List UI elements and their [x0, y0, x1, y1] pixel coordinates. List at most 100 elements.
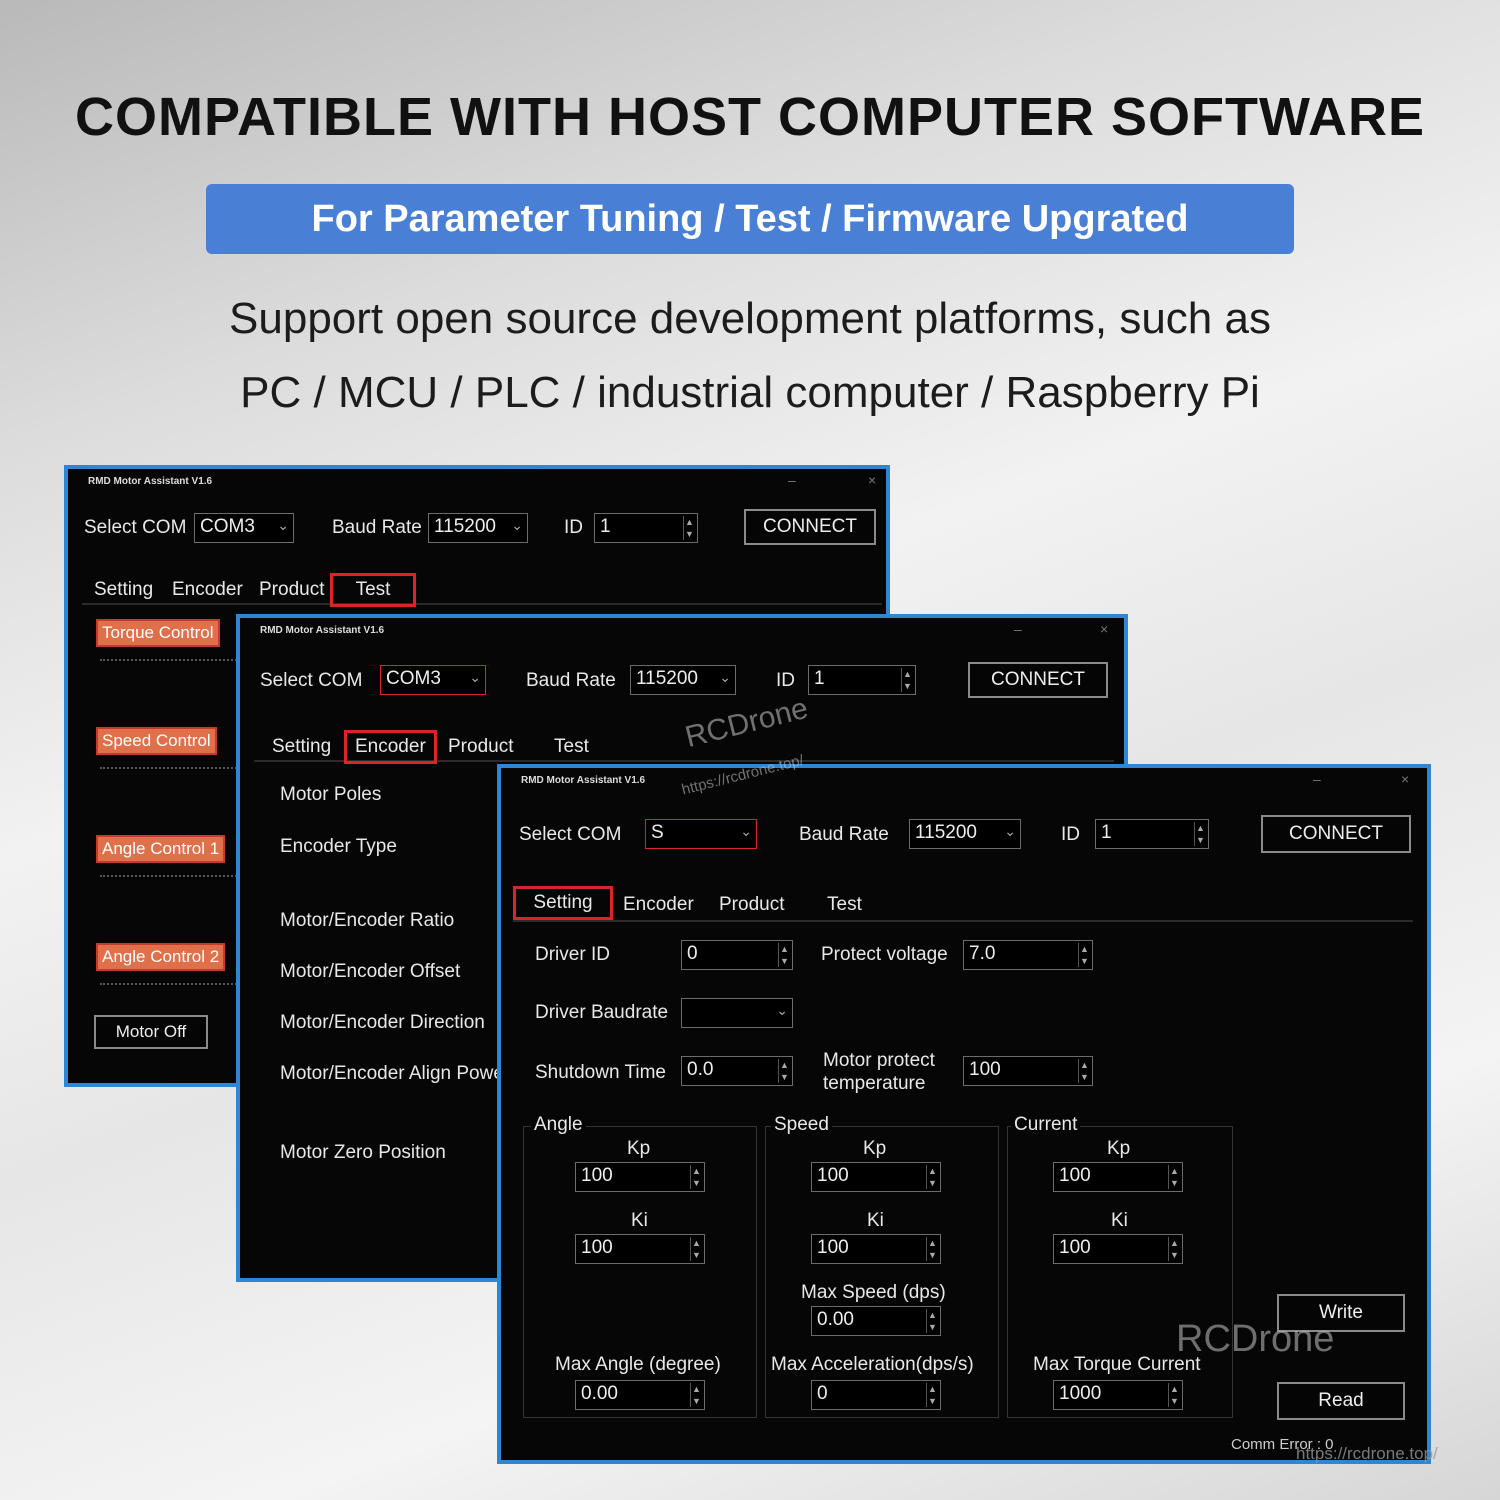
angle-1-slider[interactable]: [100, 875, 240, 878]
angle-ki-value: 100: [581, 1237, 613, 1258]
tab-encoder[interactable]: Encoder: [172, 579, 243, 600]
connect-button[interactable]: CONNECT: [1261, 815, 1411, 853]
com-value: COM3: [200, 516, 255, 537]
baud-rate-select[interactable]: 115200⌄: [428, 513, 528, 543]
com-select[interactable]: COM3⌄: [194, 513, 294, 543]
spinner-arrows-icon[interactable]: ▲▼: [683, 516, 695, 540]
tab-test[interactable]: Test: [330, 573, 416, 607]
protect-voltage-spinner[interactable]: 7.0 ▲▼: [963, 940, 1093, 970]
driver-id-spinner[interactable]: 0▲▼: [681, 940, 793, 970]
connect-button[interactable]: CONNECT: [968, 662, 1108, 698]
spinner-arrows-icon[interactable]: ▲▼: [690, 1165, 702, 1189]
close-icon[interactable]: ×: [868, 472, 877, 488]
max-speed-value: 0.00: [817, 1309, 854, 1330]
spinner-arrows-icon[interactable]: ▲▼: [690, 1383, 702, 1407]
id-spinner[interactable]: 1▲▼: [594, 513, 698, 543]
baud-rate-select[interactable]: 115200 ⌄: [630, 665, 736, 695]
max-speed-spinner[interactable]: 0.00 ▲▼: [811, 1306, 941, 1336]
com-select[interactable]: COM3⌄: [380, 665, 486, 695]
speed-slider[interactable]: [100, 767, 240, 770]
tab-encoder[interactable]: Encoder: [344, 730, 437, 764]
spinner-arrows-icon[interactable]: ▲▼: [901, 668, 913, 692]
minimize-icon[interactable]: –: [1014, 621, 1022, 637]
tab-setting[interactable]: Setting: [94, 579, 154, 600]
angle-kp-spinner[interactable]: 100 ▲▼: [575, 1162, 705, 1192]
baud-rate-value: 115200: [636, 668, 698, 689]
chevron-down-icon: ⌄: [511, 517, 523, 533]
id-label: ID: [564, 517, 583, 538]
read-button[interactable]: Read: [1277, 1382, 1405, 1420]
tab-product[interactable]: Product: [259, 579, 325, 600]
id-spinner[interactable]: 1▲▼: [1095, 819, 1209, 849]
motor-protect-temp-spinner[interactable]: 100 ▲▼: [963, 1056, 1093, 1086]
com-select[interactable]: S⌄: [645, 819, 757, 849]
torque-slider[interactable]: [100, 659, 240, 662]
spinner-arrows-icon[interactable]: ▲▼: [1078, 943, 1090, 967]
speed-kp-spinner[interactable]: 100 ▲▼: [811, 1162, 941, 1192]
tab-setting[interactable]: Setting: [513, 886, 613, 920]
tab-encoder[interactable]: Encoder: [623, 894, 694, 915]
baud-rate-label: Baud Rate: [799, 824, 889, 845]
driver-baudrate-select[interactable]: ⌄: [681, 998, 793, 1028]
angle-kp-label: Kp: [627, 1138, 651, 1159]
current-kp-spinner[interactable]: 100▲▼: [1053, 1162, 1183, 1192]
spinner-arrows-icon[interactable]: ▲▼: [1168, 1383, 1180, 1407]
protect-voltage-value: 7.0: [969, 943, 996, 964]
shutdown-time-spinner[interactable]: 0.0▲▼: [681, 1056, 793, 1086]
max-torque-current-label: Max Torque Current: [1033, 1354, 1201, 1375]
motor-protect-temp-label-1: Motor protect: [823, 1050, 935, 1071]
tab-test[interactable]: Test: [554, 736, 589, 757]
com-value: COM3: [386, 668, 441, 689]
angle-kp-value: 100: [581, 1165, 613, 1186]
spinner-arrows-icon[interactable]: ▲▼: [1168, 1165, 1180, 1189]
minimize-icon[interactable]: –: [1313, 771, 1321, 787]
spinner-arrows-icon[interactable]: ▲▼: [1168, 1237, 1180, 1261]
encoder-type-label: Encoder Type: [280, 836, 397, 857]
spinner-arrows-icon[interactable]: ▲▼: [926, 1237, 938, 1261]
spinner-arrows-icon[interactable]: ▲▼: [926, 1309, 938, 1333]
motor-protect-temp-value: 100: [969, 1059, 1001, 1080]
spinner-arrows-icon[interactable]: ▲▼: [1078, 1059, 1090, 1083]
write-button[interactable]: Write: [1277, 1294, 1405, 1332]
tab-product[interactable]: Product: [719, 894, 785, 915]
spinner-arrows-icon[interactable]: ▲▼: [690, 1237, 702, 1261]
tab-setting[interactable]: Setting: [272, 736, 332, 757]
connect-button[interactable]: CONNECT: [744, 509, 876, 545]
max-angle-spinner[interactable]: 0.00▲▼: [575, 1380, 705, 1410]
spinner-arrows-icon[interactable]: ▲▼: [926, 1383, 938, 1407]
chevron-down-icon: ⌄: [719, 669, 731, 685]
max-acceleration-label: Max Acceleration(dps/s): [771, 1354, 974, 1375]
max-acceleration-spinner[interactable]: 0▲▼: [811, 1380, 941, 1410]
speed-kp-value: 100: [817, 1165, 849, 1186]
window-title: RMD Motor Assistant V1.6: [260, 625, 385, 636]
close-icon[interactable]: ×: [1100, 621, 1109, 637]
driver-baudrate-label: Driver Baudrate: [535, 1002, 669, 1023]
baud-rate-select[interactable]: 115200⌄: [909, 819, 1021, 849]
spinner-arrows-icon[interactable]: ▲▼: [1194, 822, 1206, 846]
tab-divider: [254, 760, 1114, 762]
motor-encoder-offset-label: Motor/Encoder Offset: [280, 961, 461, 982]
support-line-1: Support open source development platform…: [229, 294, 1271, 343]
max-torque-current-spinner[interactable]: 1000▲▼: [1053, 1380, 1183, 1410]
current-ki-spinner[interactable]: 100▲▼: [1053, 1234, 1183, 1264]
select-com-label: Select COM: [260, 670, 363, 691]
close-icon[interactable]: ×: [1401, 771, 1410, 787]
max-speed-label: Max Speed (dps): [801, 1282, 946, 1303]
headline: COMPATIBLE WITH HOST COMPUTER SOFTWARE: [75, 87, 1425, 147]
motor-off-button[interactable]: Motor Off: [94, 1015, 208, 1049]
chevron-down-icon: ⌄: [1004, 823, 1016, 839]
spinner-arrows-icon[interactable]: ▲▼: [778, 943, 790, 967]
tab-product[interactable]: Product: [448, 736, 514, 757]
angle-2-slider[interactable]: [100, 983, 240, 986]
angle-control-1-label: Angle Control 1: [96, 835, 226, 863]
angle-ki-spinner[interactable]: 100 ▲▼: [575, 1234, 705, 1264]
minimize-icon[interactable]: –: [788, 472, 796, 488]
motor-poles-label: Motor Poles: [280, 784, 382, 805]
spinner-arrows-icon[interactable]: ▲▼: [778, 1059, 790, 1083]
spinner-arrows-icon[interactable]: ▲▼: [926, 1165, 938, 1189]
tab-test[interactable]: Test: [827, 894, 862, 915]
speed-group: [765, 1126, 999, 1418]
id-spinner[interactable]: 1▲▼: [808, 665, 916, 695]
protect-voltage-label: Protect voltage: [821, 944, 948, 965]
speed-ki-spinner[interactable]: 100▲▼: [811, 1234, 941, 1264]
